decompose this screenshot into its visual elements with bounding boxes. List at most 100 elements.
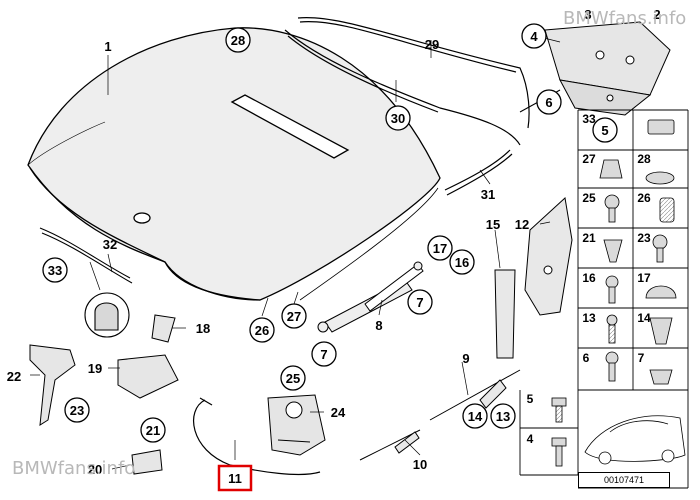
part-label-18: 18: [196, 321, 210, 336]
grid-label-33: 33: [582, 112, 596, 126]
label-text: 6: [545, 95, 552, 110]
part-label-5: 5: [592, 117, 618, 143]
part-label-22: 22: [7, 369, 21, 384]
part-label-11: 11: [217, 464, 253, 492]
part-label-17: 17: [427, 235, 453, 261]
label-text: 32: [103, 237, 117, 252]
part-label-33: 33: [42, 257, 68, 283]
part-label-23: 23: [64, 397, 90, 423]
part-label-6: 6: [536, 89, 562, 115]
label-text: 20: [88, 462, 102, 477]
label-circle: [311, 341, 337, 367]
small-parts-left: [29, 314, 179, 475]
label-text: 23: [70, 403, 84, 418]
label-text: 12: [515, 217, 529, 232]
part-label-2: 2: [653, 7, 660, 22]
hood-lock: [267, 394, 326, 456]
support-rod: [494, 197, 573, 359]
label-text: 11: [228, 471, 242, 486]
watermark-bottom: BMWfans.info: [12, 458, 136, 479]
label-text: 31: [481, 187, 495, 202]
part-label-19: 19: [88, 361, 102, 376]
label-circle: [140, 417, 166, 443]
label-circle: [521, 23, 547, 49]
part-label-29: 29: [425, 37, 439, 52]
label-circle: [490, 403, 516, 429]
label-text: 15: [486, 217, 500, 232]
label-text: 5: [601, 123, 608, 138]
part-label-14: 14: [462, 403, 488, 429]
label-circle: [592, 117, 618, 143]
highlight-box: [217, 464, 253, 492]
label-circle: [281, 303, 307, 329]
label-circle: [280, 365, 306, 391]
grid-label-26: 26: [637, 191, 651, 205]
label-circle: [462, 403, 488, 429]
label-circle: [385, 105, 411, 131]
grid-label-16: 16: [582, 271, 596, 285]
part-label-15: 15: [486, 217, 500, 232]
watermark-top: BMWfans.info: [563, 8, 687, 29]
label-circle: [536, 89, 562, 115]
label-text: 26: [255, 323, 269, 338]
label-text: 7: [416, 295, 423, 310]
label-text: 9: [462, 351, 469, 366]
label-text: 24: [331, 405, 346, 420]
part-label-26: 26: [249, 317, 275, 343]
label-text: 10: [413, 457, 427, 472]
label-circle: [42, 257, 68, 283]
label-text: 29: [425, 37, 439, 52]
label-text: 33: [48, 263, 62, 278]
grid-label-27: 27: [582, 152, 596, 166]
label-circle: [427, 235, 453, 261]
label-text: 19: [88, 361, 102, 376]
part-label-7: 7: [311, 341, 337, 367]
label-circle: [407, 289, 433, 315]
grid-label-28: 28: [637, 152, 651, 166]
part-label-16: 16: [449, 249, 475, 275]
grid-label-13: 13: [582, 311, 596, 325]
part-label-24: 24: [331, 405, 346, 420]
part-label-1: 1: [104, 39, 111, 54]
label-text: 22: [7, 369, 21, 384]
part-label-25: 25: [280, 365, 306, 391]
label-text: 17: [433, 241, 447, 256]
hinge-assembly: [519, 21, 671, 116]
car-silhouette: [584, 415, 686, 465]
grid-label-23: 23: [637, 231, 651, 245]
label-text: 2: [653, 7, 660, 22]
part-label-31: 31: [481, 187, 495, 202]
label-text: 7: [320, 347, 327, 362]
part-label-21: 21: [140, 417, 166, 443]
label-text: 28: [231, 33, 245, 48]
part-label-20: 20: [88, 462, 102, 477]
grid-label-4: 4: [527, 432, 534, 446]
part-label-8: 8: [375, 318, 382, 333]
part-label-3: 3: [584, 7, 591, 22]
hood-drawing: [27, 27, 441, 301]
grid-label-25: 25: [582, 191, 596, 205]
grid-fasteners: [551, 119, 677, 467]
reference-number: 00107471: [578, 472, 670, 488]
label-text: 27: [287, 309, 301, 324]
part-label-28: 28: [225, 27, 251, 53]
label-circle: [249, 317, 275, 343]
label-text: 3: [584, 7, 591, 22]
part-label-32: 32: [103, 237, 117, 252]
gas-strut: [317, 261, 424, 333]
label-text: 4: [530, 29, 538, 44]
label-text: 13: [496, 409, 510, 424]
bowden-cable: [359, 369, 521, 461]
label-circle: [225, 27, 251, 53]
grid-label-5: 5: [527, 392, 534, 406]
label-text: 30: [391, 111, 405, 126]
part-label-12: 12: [515, 217, 529, 232]
parts-grid-frame: [519, 109, 689, 489]
grid-label-21: 21: [582, 231, 596, 245]
grid-label-17: 17: [637, 271, 651, 285]
part-label-27: 27: [281, 303, 307, 329]
